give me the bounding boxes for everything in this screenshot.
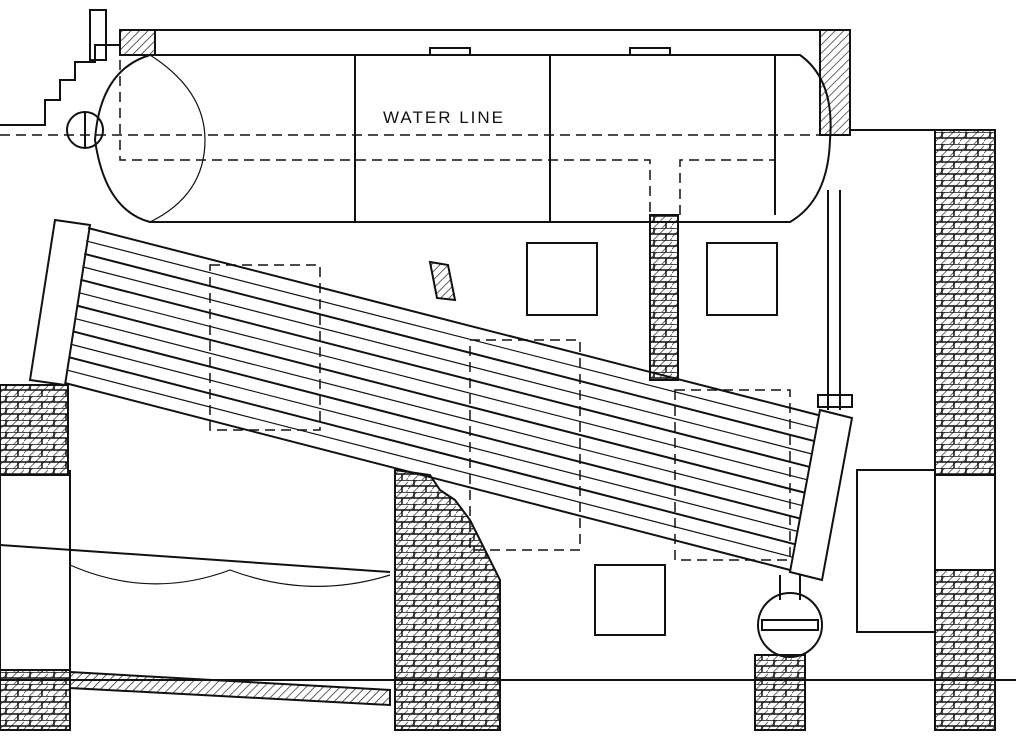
water-tube bbox=[80, 278, 809, 468]
water-tube bbox=[68, 356, 795, 546]
drum-nozzle-2 bbox=[629, 47, 671, 55]
front-baffle bbox=[428, 260, 457, 302]
water-line: WATER LINE bbox=[0, 60, 830, 215]
water-tube bbox=[72, 330, 800, 520]
water-tube bbox=[76, 304, 805, 494]
water-tube bbox=[78, 292, 807, 481]
openings bbox=[526, 242, 936, 636]
top-left-brick bbox=[119, 29, 156, 56]
water-tube bbox=[83, 252, 814, 442]
water-tube bbox=[66, 369, 793, 558]
water-tube bbox=[85, 240, 816, 429]
baffle-outline bbox=[674, 389, 791, 561]
baffle-outline bbox=[469, 339, 581, 551]
mud-drum-support-brick bbox=[754, 654, 806, 731]
left-wall-brick bbox=[0, 384, 69, 476]
ash-pit-floor bbox=[69, 670, 391, 707]
mud-drum bbox=[757, 592, 823, 658]
circulating-pipe bbox=[779, 190, 853, 600]
baffle-wall-brick bbox=[649, 214, 679, 381]
right-wall-brick-upper bbox=[934, 129, 996, 476]
brickwork bbox=[0, 29, 996, 731]
water-tube bbox=[82, 266, 812, 455]
water-tube bbox=[64, 382, 791, 571]
water-tube bbox=[70, 343, 798, 532]
cleaning-door-3 bbox=[594, 564, 666, 636]
water-tube-bank bbox=[64, 227, 819, 571]
right-wall-brick-lower bbox=[934, 569, 996, 731]
water-tube bbox=[87, 227, 819, 416]
rear-access-door bbox=[856, 469, 936, 633]
rear-header bbox=[788, 408, 854, 582]
steam-drum bbox=[66, 9, 832, 223]
cleaning-door-2 bbox=[706, 242, 778, 316]
water-tube bbox=[74, 317, 802, 506]
top-right-brick bbox=[819, 29, 851, 136]
safety-valve bbox=[89, 9, 107, 61]
front-header bbox=[28, 218, 92, 387]
bridge-wall-brick bbox=[394, 468, 501, 731]
water-line-label: WATER LINE bbox=[383, 108, 505, 127]
bottom-left-brick bbox=[0, 669, 71, 731]
drum-nozzle-1 bbox=[429, 47, 471, 55]
grate bbox=[69, 470, 391, 730]
baffle-outline bbox=[209, 264, 321, 431]
cleaning-door-1 bbox=[526, 242, 598, 316]
